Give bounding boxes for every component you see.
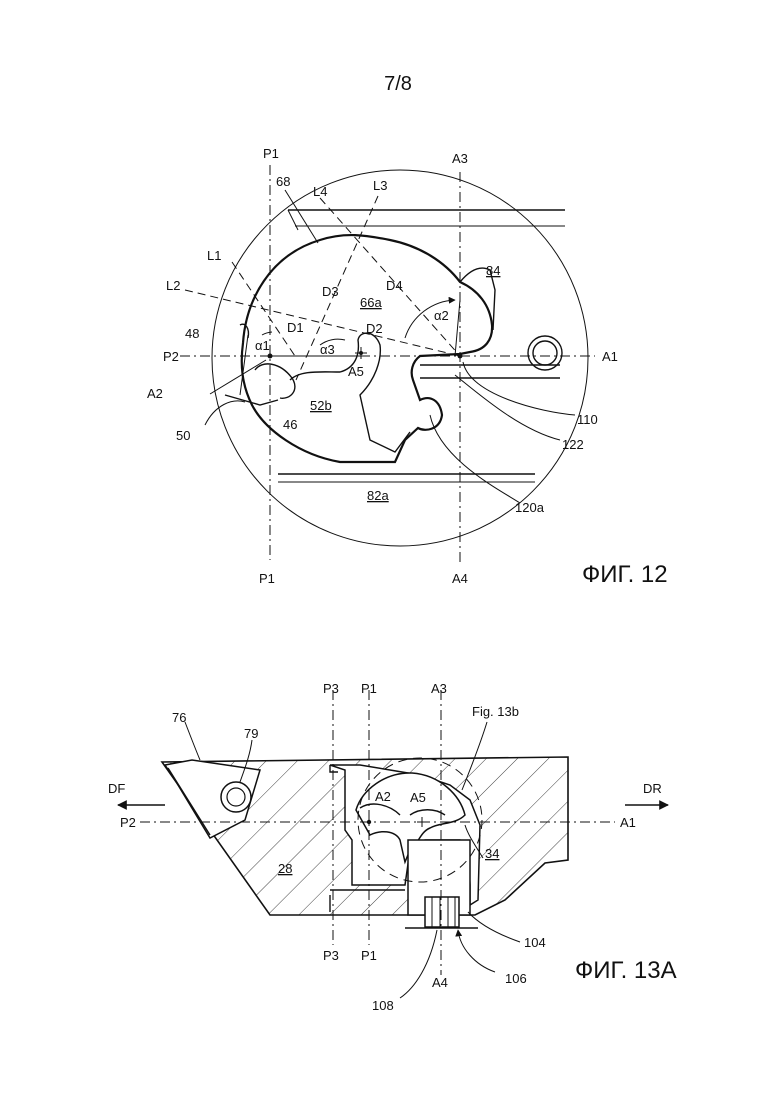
label-p1-bottom: P1 [361,948,377,963]
label-a1: A1 [602,349,618,364]
label-l4: L4 [313,184,327,199]
label-66a: 66a [360,295,382,310]
figure-12: P1 A3 L3 L4 68 84 L1 L2 D3 D4 66a α2 D1 … [147,146,668,588]
label-a4: A4 [432,975,448,990]
label-p3-top: P3 [323,681,339,696]
label-46: 46 [283,417,297,432]
label-a2: A2 [147,386,163,401]
label-104: 104 [524,935,546,950]
label-120a: 120a [515,500,545,515]
label-76: 76 [172,710,186,725]
label-p2: P2 [163,349,179,364]
label-a4: A4 [452,571,468,586]
label-d3: D3 [322,284,339,299]
label-52b: 52b [310,398,332,413]
label-alpha3: α3 [320,342,335,357]
channel-122 [420,365,560,378]
label-48: 48 [185,326,199,341]
label-alpha2: α2 [434,308,449,323]
label-28: 28 [278,861,292,876]
label-p1-top: P1 [361,681,377,696]
label-d1: D1 [287,320,304,335]
pocket-46 [255,364,295,398]
label-l1: L1 [207,248,221,263]
label-a5: A5 [410,790,426,805]
label-50: 50 [176,428,190,443]
page-number: 7/8 [384,73,412,95]
label-l2: L2 [166,278,180,293]
figure-12-caption: ФИГ. 12 [582,561,668,588]
label-a3: A3 [452,151,468,166]
label-df: DF [108,781,125,796]
label-dr: DR [643,781,662,796]
label-alpha1: α1 [255,338,270,353]
top-rail [288,210,565,230]
screw-hole-inner [533,341,557,365]
label-110: 110 [577,412,598,427]
label-fig13b: Fig. 13b [472,704,519,719]
screw-79 [221,782,251,812]
label-a5: A5 [348,364,364,379]
line-l4 [320,198,460,356]
label-a1: A1 [620,815,636,830]
label-108: 108 [372,998,394,1013]
label-d2: D2 [366,321,383,336]
label-122: 122 [562,437,584,452]
label-p3-bottom: P3 [323,948,339,963]
label-l3: L3 [373,178,387,193]
label-a2: A2 [375,789,391,804]
label-79: 79 [244,726,258,741]
pocket-52b [290,333,410,452]
figure-13a-caption: ФИГ. 13А [575,957,677,984]
label-p1-bottom: P1 [259,571,275,586]
label-84: 84 [486,263,500,278]
screw-head-108 [425,897,459,927]
label-82a: 82a [367,488,389,503]
label-p2: P2 [120,815,136,830]
label-p1-top: P1 [263,146,279,161]
label-106: 106 [505,971,527,986]
label-68: 68 [276,174,290,189]
label-a3: A3 [431,681,447,696]
bottom-rail [278,474,535,482]
figure-13a: P3 P1 A3 76 Fig. 13b 79 DF DR A2 A5 P2 A… [108,681,677,1013]
label-34: 34 [485,846,499,861]
label-d4: D4 [386,278,403,293]
